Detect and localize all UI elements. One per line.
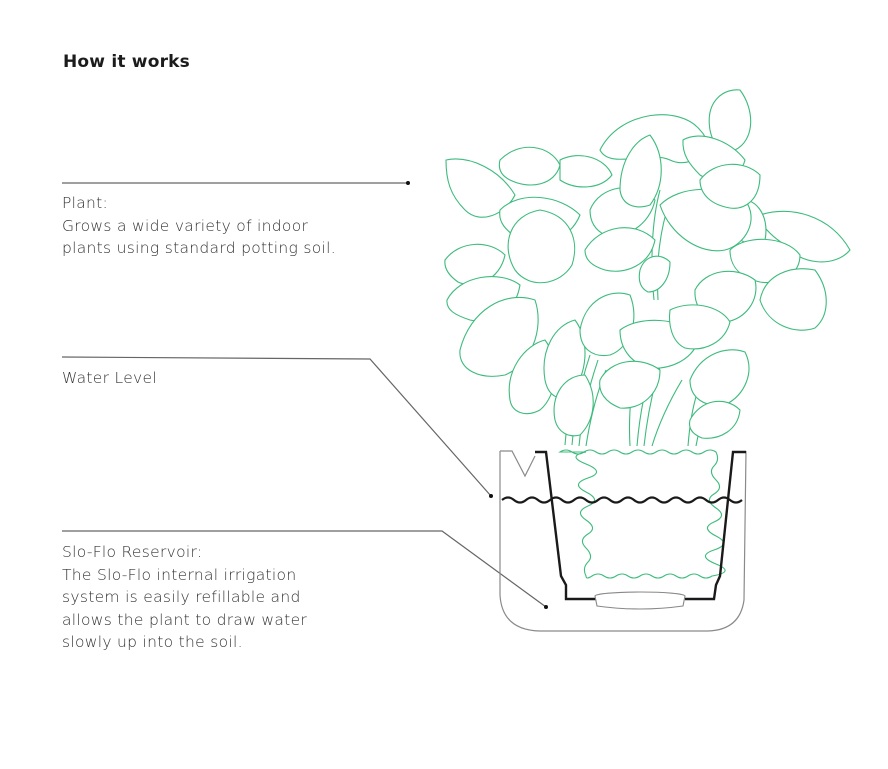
plant-heading: Plant: — [62, 194, 109, 212]
reservoir-desc-line: allows the plant to draw water — [62, 610, 308, 629]
reservoir-leader-dot — [544, 605, 548, 609]
reservoir-heading: Slo-Flo Reservoir: — [62, 543, 203, 561]
plant-desc-line: Grows a wide variety of indoor — [62, 216, 309, 235]
reservoir-callout: Slo-Flo Reservoir: The Slo-Flo internal … — [62, 541, 307, 654]
plant-callout: Plant: Grows a wide variety of indoor pl… — [62, 192, 336, 260]
plant-illustration — [444, 89, 851, 447]
reservoir-desc-line: The Slo-Flo internal irrigation — [62, 565, 297, 584]
water-level-heading: Water Level — [62, 369, 157, 387]
plant-leader-dot — [406, 181, 410, 185]
fill-spout — [500, 450, 536, 478]
reservoir-leader-line — [62, 530, 547, 608]
outer-pot — [499, 450, 747, 632]
water-level-leader-dot — [489, 494, 493, 498]
leader-lines — [61, 182, 547, 608]
water-level-leader-line — [61, 356, 492, 497]
wick-disk — [594, 595, 686, 610]
water-level-callout: Water Level — [62, 367, 157, 390]
soil-ball — [558, 449, 726, 579]
reservoir-desc-line: slowly up into the soil. — [62, 633, 243, 651]
water-level-wave — [501, 496, 743, 504]
plant-desc-line: plants using standard potting soil. — [62, 239, 336, 257]
reservoir-desc-line: system is easily refillable and — [62, 588, 301, 606]
pot-illustration — [499, 449, 747, 632]
section-title: How it works — [63, 52, 190, 72]
inner-pot — [535, 450, 600, 601]
